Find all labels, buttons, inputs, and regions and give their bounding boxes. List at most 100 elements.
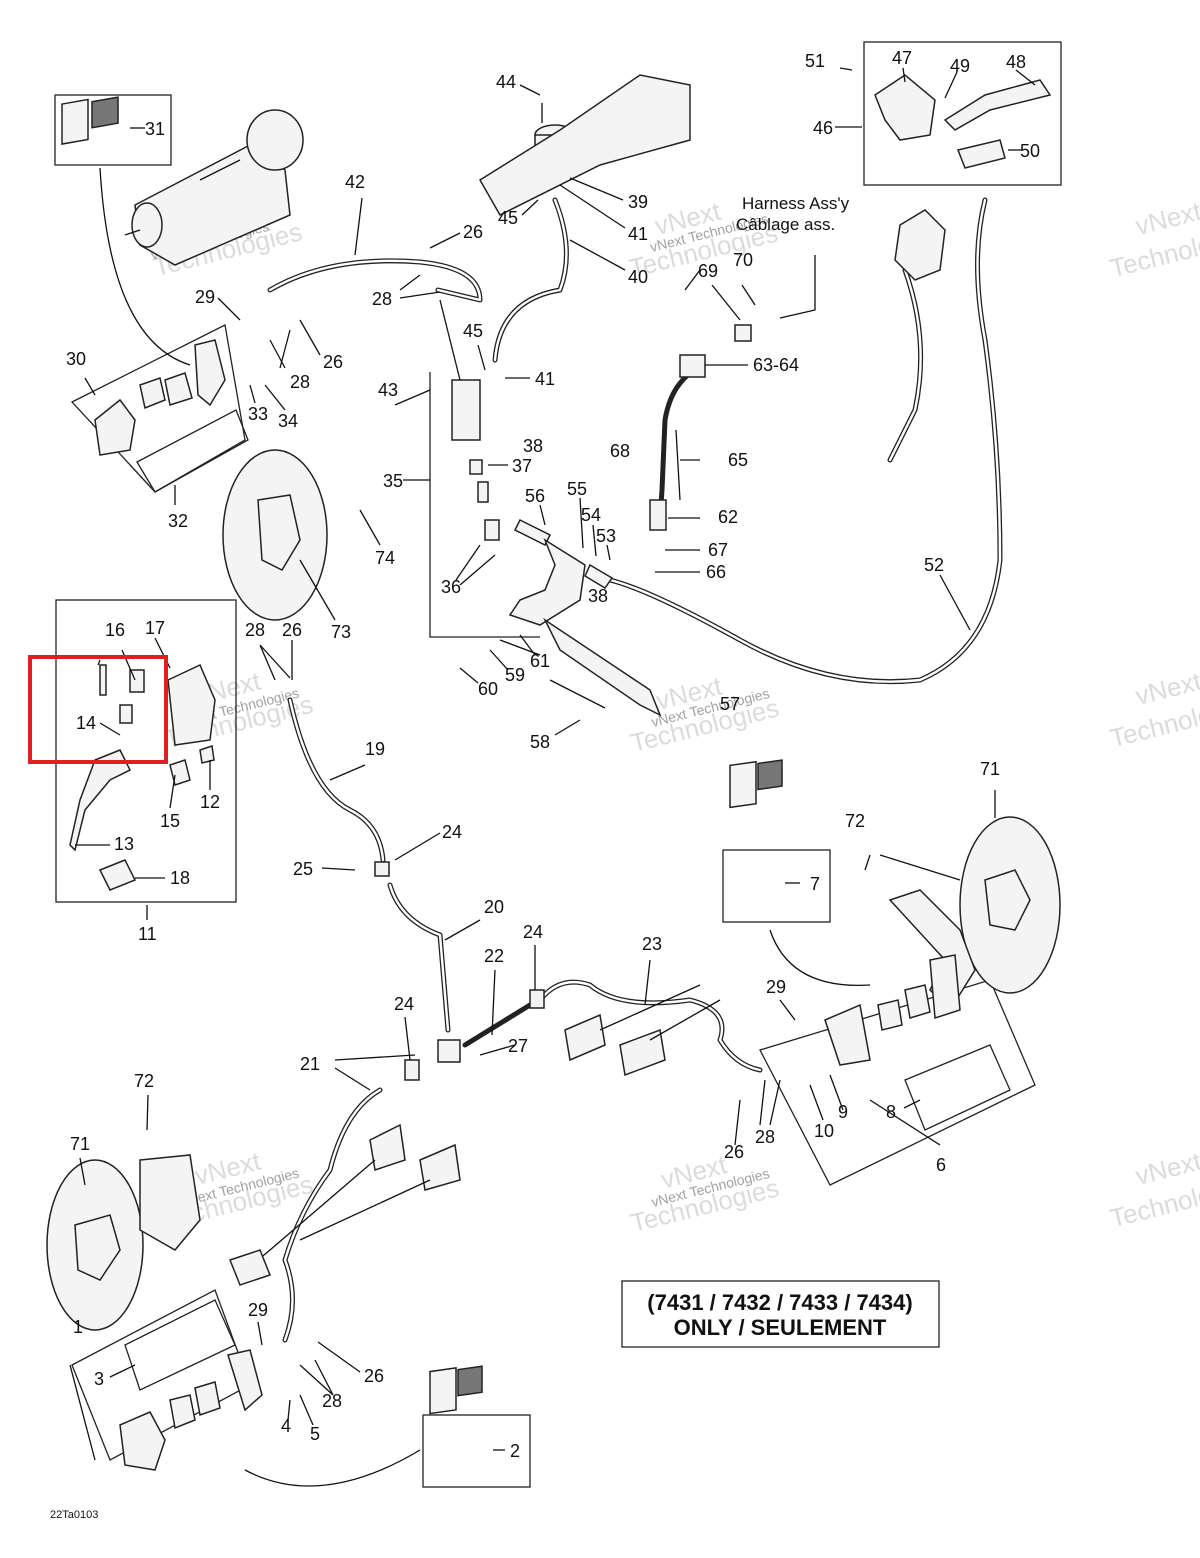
callout-7: 7 <box>810 874 820 894</box>
callout-70: 70 <box>733 250 753 270</box>
callout-54: 54 <box>581 505 601 525</box>
caliper-group-30 <box>70 324 246 493</box>
drawing-code: 22Ta0103 <box>50 1509 98 1521</box>
leader-lines <box>69 67 1036 1487</box>
callout-56: 56 <box>525 486 545 506</box>
handlebar-control <box>894 209 946 281</box>
callout-44: 44 <box>496 72 516 92</box>
watermark-group: vNext Technologies vNext Technologies vN… <box>149 194 1200 1238</box>
callout-59: 59 <box>505 665 525 685</box>
callout-29: 29 <box>195 287 215 307</box>
callout-52: 52 <box>924 555 944 575</box>
brake-pads-7 <box>729 759 783 809</box>
callout-57: 57 <box>720 694 740 714</box>
components <box>46 74 1061 1471</box>
callout-6: 6 <box>936 1155 946 1175</box>
callout-50: 50 <box>1020 141 1040 161</box>
brake-pad-box-2 <box>422 1414 531 1488</box>
callout-31: 31 <box>145 119 165 139</box>
callout-46: 46 <box>813 118 833 138</box>
pedal-group-bracket-35 <box>429 372 540 638</box>
caliper-kit-3 <box>124 1299 236 1391</box>
callout-14: 14 <box>76 713 96 733</box>
callout-28: 28 <box>372 289 392 309</box>
callout-60: 60 <box>478 679 498 699</box>
callout-24: 24 <box>394 994 414 1014</box>
callout-51: 51 <box>805 51 825 71</box>
callout-40: 40 <box>628 267 648 287</box>
callout-45: 45 <box>498 208 518 228</box>
sensor-rod-65 <box>675 429 681 501</box>
callout-37: 37 <box>512 456 532 476</box>
a-arm-assembly <box>229 984 721 1286</box>
brake-pads-2 <box>429 1365 483 1415</box>
callout-32: 32 <box>168 511 188 531</box>
brake-hose-19 <box>287 697 386 863</box>
callout-33: 33 <box>248 404 268 424</box>
callout-13: 13 <box>114 834 134 854</box>
callout-41: 41 <box>628 224 648 244</box>
caliper-front-right <box>824 954 961 1066</box>
callout-41: 41 <box>535 369 555 389</box>
brake-disc-73 <box>222 449 328 621</box>
callout-17: 17 <box>145 618 165 638</box>
callout-69: 69 <box>698 261 718 281</box>
callout-4: 4 <box>281 1416 291 1436</box>
callout-73: 73 <box>331 622 351 642</box>
caliper-rear-left <box>94 339 226 456</box>
junction-blocks <box>374 861 545 1081</box>
callout-1: 1 <box>73 1317 83 1337</box>
callout-3: 3 <box>94 1369 104 1389</box>
callout-48: 48 <box>1006 52 1026 72</box>
callout-24: 24 <box>442 822 462 842</box>
callout-24: 24 <box>523 922 543 942</box>
hand-lever-box-46 <box>863 41 1062 186</box>
callout-38: 38 <box>523 436 543 456</box>
highlight-box <box>28 655 168 764</box>
callout-28: 28 <box>290 372 310 392</box>
callout-35: 35 <box>383 471 403 491</box>
caliper-front-left <box>119 1349 263 1471</box>
callout-5: 5 <box>310 1424 320 1444</box>
callout-49: 49 <box>950 56 970 76</box>
model-note-line1: (7431 / 7432 / 7433 / 7434) <box>647 1290 912 1315</box>
callout-26: 26 <box>282 620 302 640</box>
model-note-box <box>621 1280 940 1348</box>
callout-labels: 31 51 47 49 48 46 50 44 42 39 26 45 41 4… <box>66 48 1040 1461</box>
callout-18: 18 <box>170 868 190 888</box>
master-cylinder-35 <box>439 299 500 541</box>
fluid-reservoir <box>478 74 691 216</box>
callout-29: 29 <box>248 1300 268 1320</box>
caliper-kit-32 <box>136 409 249 493</box>
callout-53: 53 <box>596 526 616 546</box>
callout-28: 28 <box>245 620 265 640</box>
callout-30: 30 <box>66 349 86 369</box>
callout-8: 8 <box>886 1102 896 1122</box>
callout-2: 2 <box>510 1441 520 1461</box>
callout-26: 26 <box>463 222 483 242</box>
brake-lines <box>267 197 1003 1343</box>
callout-28: 28 <box>322 1391 342 1411</box>
caliper-kit-8 <box>904 1044 1011 1131</box>
callout-43: 43 <box>378 380 398 400</box>
callout-20: 20 <box>484 897 504 917</box>
switch-wire <box>657 372 691 523</box>
callout-72: 72 <box>845 811 865 831</box>
callout-66: 66 <box>706 562 726 582</box>
callout-36: 36 <box>441 577 461 597</box>
callout-10: 10 <box>814 1121 834 1141</box>
callout-45: 45 <box>463 321 483 341</box>
callout-23: 23 <box>642 934 662 954</box>
callout-39: 39 <box>628 192 648 212</box>
callout-71: 71 <box>70 1134 90 1154</box>
callout-62: 62 <box>718 507 738 527</box>
callout-65: 65 <box>728 450 748 470</box>
master-cylinder-11 <box>69 663 216 891</box>
brake-pedal <box>508 518 662 717</box>
callout-28: 28 <box>755 1127 775 1147</box>
callout-47: 47 <box>892 48 912 68</box>
callout-34: 34 <box>278 411 298 431</box>
callout-19: 19 <box>365 739 385 759</box>
callout-26: 26 <box>724 1142 744 1162</box>
